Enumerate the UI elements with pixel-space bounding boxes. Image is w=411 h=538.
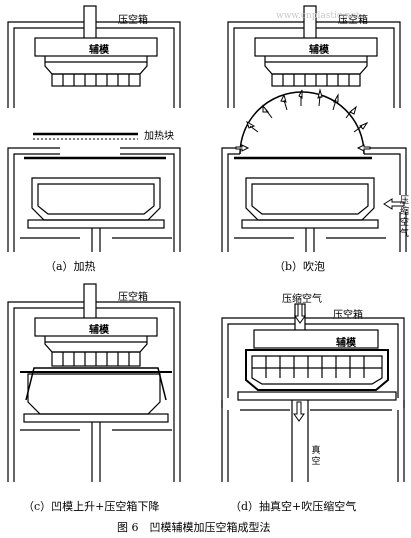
panel-d (221, 303, 405, 482)
label-aux-plunger: 辅模 (309, 45, 329, 56)
aux-plunger-cells (45, 61, 147, 86)
aux-plunger-plate (254, 37, 378, 57)
caption-d: （d）抽真空+吹压缩空气 (230, 500, 357, 513)
label-heater: 加热块 (144, 131, 174, 142)
arrow-icon (332, 93, 339, 111)
arrow-icon (356, 144, 371, 152)
compressed-air-arrow-icon (383, 198, 405, 210)
panel-c (7, 283, 181, 482)
bubble-arrows (235, 88, 371, 152)
label-aux-plunger: 辅模 (89, 325, 109, 336)
panel-b (221, 5, 407, 252)
arrow-icon (298, 89, 303, 106)
arrow-icon (345, 105, 357, 119)
caption-a: （a）加热 (45, 260, 96, 273)
panel-a (7, 5, 181, 252)
caption-c: （c）凹模上升+压空箱下降 (23, 500, 160, 513)
female-mold (27, 373, 161, 415)
watermark: www.cnplastic.net (276, 11, 360, 21)
label-aux-plunger: 辅模 (336, 338, 356, 349)
sheet-draped (25, 367, 167, 401)
arrow-icon (262, 104, 273, 119)
label-pressure-box: 压空箱 (338, 15, 368, 26)
plunger-rod (83, 5, 97, 43)
vacuum-down-arrow-icon (293, 401, 305, 422)
female-mold (245, 349, 389, 391)
sheet-bubble (239, 91, 365, 155)
label-pressure-box: 压空箱 (333, 310, 363, 321)
aux-plunger-plate (34, 37, 158, 57)
arrow-icon (280, 93, 288, 111)
label-pressure-box: 压空箱 (118, 15, 148, 26)
label-aux-plunger: 辅模 (89, 45, 109, 56)
arrow-icon (317, 88, 323, 107)
figure-title: 图 6 凹模辅模加压空箱成型法 (117, 521, 271, 534)
aux-plunger-body (44, 56, 148, 75)
label-compressed-air: 压缩空气 (399, 196, 409, 239)
label-vacuum: 真空 (311, 446, 321, 467)
arrow-icon (353, 121, 369, 133)
mold-base (27, 219, 165, 229)
label-pressure-box: 压空箱 (118, 292, 148, 303)
label-compressed-air: 压缩空气 (282, 294, 322, 305)
arrow-icon (246, 120, 259, 133)
arrow-icon (235, 144, 250, 152)
air-down-arrow-icon (294, 303, 306, 324)
caption-b: （b）吹泡 (274, 260, 326, 273)
